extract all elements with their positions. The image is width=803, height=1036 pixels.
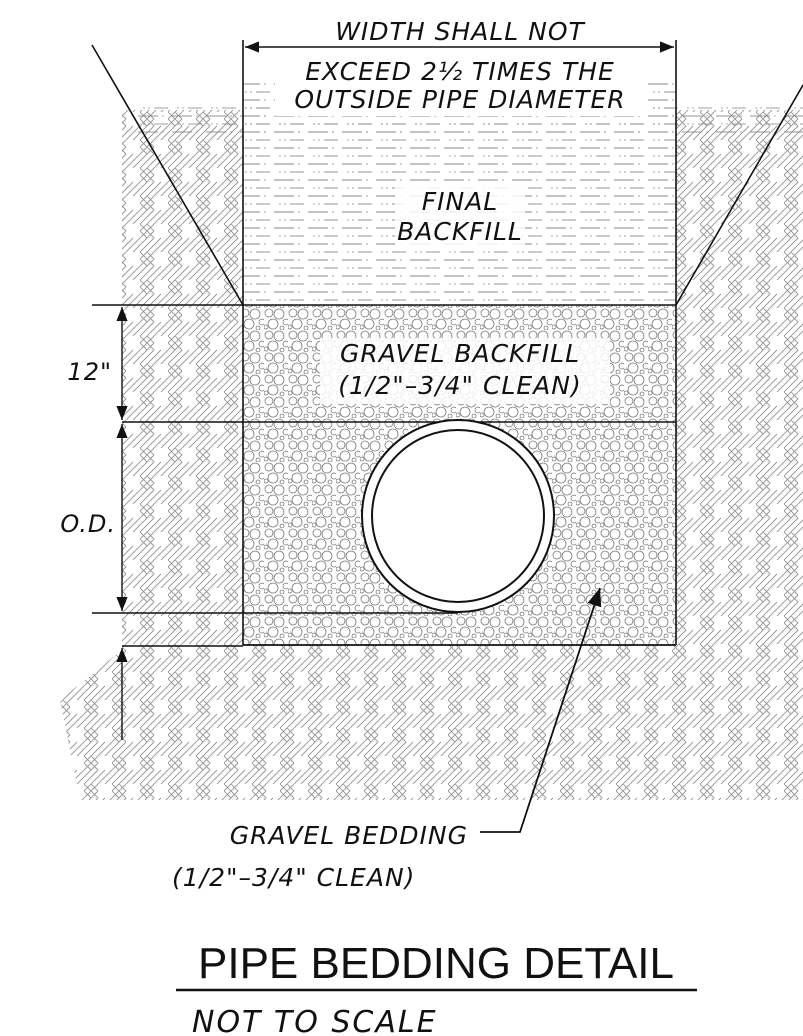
gravel-backfill-label-line1: GRAVEL BACKFILL — [340, 339, 580, 368]
page-subtitle: NOT TO SCALE — [192, 1005, 438, 1036]
labels: WIDTH SHALL NOT EXCEED 2½ TIMES THE OUTS… — [50, 17, 645, 892]
depth-dimensions — [92, 304, 458, 740]
bedding-leader — [480, 587, 602, 833]
dimension-12in-label: 12" — [67, 358, 112, 386]
width-note-line2: EXCEED 2½ TIMES THE — [305, 57, 615, 86]
trench-outline — [91, 40, 803, 646]
dimension-od-label: O.D. — [60, 510, 116, 538]
page-title: PIPE BEDDING DETAIL — [198, 939, 674, 988]
final-backfill-label-line1: FINAL — [422, 187, 498, 216]
pipe — [361, 419, 555, 613]
final-backfill-label-line2: BACKFILL — [397, 217, 523, 246]
width-note-line1: WIDTH SHALL NOT — [335, 17, 585, 46]
width-note-line3: OUTSIDE PIPE DIAMETER — [294, 85, 625, 114]
gravel-bedding-label-line2: (1/2"–3/4" CLEAN) — [172, 863, 415, 892]
gravel-bedding-label-line1: GRAVEL BEDDING — [230, 821, 468, 850]
gravel-backfill-label-line2: (1/2"–3/4" CLEAN) — [338, 371, 581, 400]
title-block: PIPE BEDDING DETAIL NOT TO SCALE — [176, 939, 697, 1036]
